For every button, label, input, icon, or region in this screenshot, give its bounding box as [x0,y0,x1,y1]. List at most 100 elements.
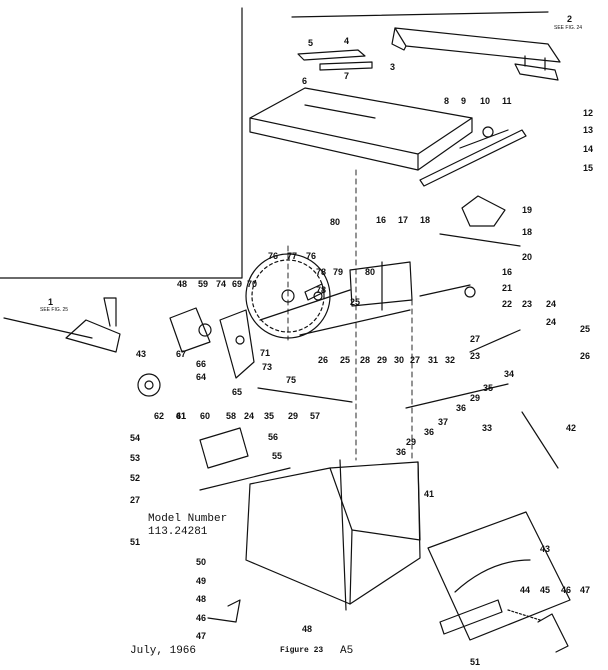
model-number-label: Model Number [148,513,228,525]
callout-68: 69 [232,279,243,289]
callout-10: 10 [480,96,491,106]
callout-27: 27 [470,334,481,344]
callout-9: 9 [461,96,467,106]
callout-4: 4 [344,36,350,46]
callout-7: 7 [344,71,350,81]
callout-45: 46 [561,585,572,595]
callout-16: 16 [376,215,387,225]
date-label: July, 1966 [130,645,197,657]
motor-bracket [199,427,249,469]
callout-53: 53 [130,453,141,463]
miter-gauge [3,297,121,353]
callout-15: 15 [583,163,594,173]
saw-stand [245,459,421,611]
callout-24: 24 [546,299,557,309]
callout-42: 43 [540,544,551,554]
callout-31: 31 [428,355,439,365]
callout-55: 55 [272,451,283,461]
callout-36c: 36 [396,447,407,457]
callout-40: 41 [424,489,435,499]
callout-1: 1 [48,297,54,307]
callout-30: 30 [394,355,405,365]
callout-11: 11 [502,96,512,106]
callout-70b: 71 [260,348,271,358]
callout-46: 47 [580,585,591,595]
tilt-crank [537,613,569,653]
callout-12: 12 [583,108,594,118]
callout-63: 64 [196,372,207,382]
callout-29d: 29 [288,411,299,421]
callout-61: 62 [154,411,165,421]
callout-24c: 24 [244,411,255,421]
callout-79: 80 [365,267,376,277]
callout-27c: 27 [130,495,141,505]
callout-35b: 35 [264,411,275,421]
callout-60: 61 [176,411,187,421]
see-fig-25-note: SEE FIG. 25 [40,307,69,313]
callout-25c: 25 [340,355,351,365]
callout-6: 6 [302,76,308,86]
callout-23: 23 [522,299,533,309]
front-panel [427,511,571,641]
callout-73: 75 [286,375,297,385]
model-number-value: 113.24281 [148,526,208,538]
callout-66: 67 [176,349,187,359]
callout-5: 5 [308,38,314,48]
arbor-assembly [259,283,351,321]
saw-table-top [249,87,473,171]
callout-56: 56 [268,432,279,442]
callout-24b: 24 [546,317,557,327]
callout-44: 45 [540,585,551,595]
spring [507,609,541,621]
callout-18: 18 [420,215,431,225]
callout-80: 80 [330,217,341,227]
callout-2: 2 [567,14,573,24]
callout-33: 33 [482,423,493,433]
callout-29b: 29 [406,437,417,447]
callout-21: 21 [502,283,513,293]
callout-25b: 25 [350,297,361,307]
callout-48b: 48 [302,624,313,634]
callout-58: 58 [226,411,237,421]
callout-36: 36 [456,403,467,413]
divider-line [291,11,549,18]
callout-23b: 23 [470,351,481,361]
spreader-rod [439,233,521,247]
callout-22: 22 [502,299,513,309]
callout-13: 13 [583,125,594,135]
callout-18b: 18 [522,227,533,237]
callout-28: 28 [360,355,371,365]
callout-49: 49 [196,576,207,586]
callout-62: 59 [198,279,209,289]
callout-70: 74 [216,279,227,289]
callout-69: 70 [247,279,258,289]
callout-71: 73 [262,362,273,372]
callout-74: 76 [268,251,279,261]
callout-36b: 36 [424,427,435,437]
callout-14: 14 [583,144,594,154]
divider-line [0,7,243,279]
callout-17: 17 [398,215,409,225]
callout-75: 77 [287,251,298,261]
callout-45b: 46 [196,613,207,623]
callout-3: 3 [390,62,396,72]
callout-41: 42 [566,423,577,433]
callout-37: 37 [438,417,449,427]
callout-64: 65 [232,387,243,397]
callout-34: 34 [504,369,515,379]
callout-25: 25 [580,324,591,334]
callout-50: 51 [470,657,481,667]
callout-76: 78 [316,285,327,295]
page-label: A5 [340,645,354,657]
callout-26: 26 [580,351,591,361]
see-fig-24-note: SEE FIG. 24 [554,25,583,31]
callout-19: 19 [522,205,533,215]
blade-guard [461,195,506,227]
fence-clamp-parts [297,49,373,71]
callout-29c: 29 [377,355,388,365]
tilt-shaft [257,387,353,403]
callout-27b: 27 [410,355,421,365]
height-crank [207,599,241,623]
callout-32: 32 [445,355,456,365]
